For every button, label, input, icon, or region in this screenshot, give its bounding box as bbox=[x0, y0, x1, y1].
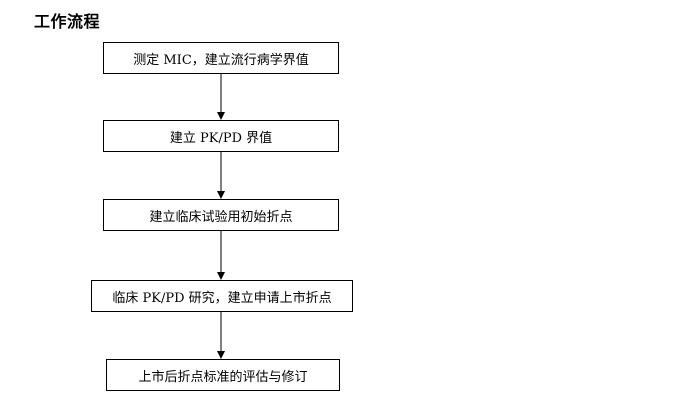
flow-step-3: 建立临床试验用初始折点 bbox=[103, 199, 339, 231]
flow-step-5: 上市后折点标准的评估与修订 bbox=[106, 359, 340, 391]
flow-step-2: 建立 PK/PD 界值 bbox=[103, 120, 339, 152]
flow-step-5-label: 上市后折点标准的评估与修订 bbox=[138, 369, 308, 385]
flow-step-4-label: 临床 PK/PD 研究，建立申请上市折点 bbox=[112, 290, 332, 306]
page-title: 工作流程 bbox=[34, 12, 101, 31]
flow-step-1-label: 测定 MIC，建立流行病学界值 bbox=[133, 52, 309, 68]
flow-step-1: 测定 MIC，建立流行病学界值 bbox=[103, 42, 339, 74]
flow-step-4: 临床 PK/PD 研究，建立申请上市折点 bbox=[91, 280, 353, 312]
flow-step-3-label: 建立临床试验用初始折点 bbox=[149, 209, 293, 225]
flow-step-2-label: 建立 PK/PD 界值 bbox=[169, 130, 273, 146]
